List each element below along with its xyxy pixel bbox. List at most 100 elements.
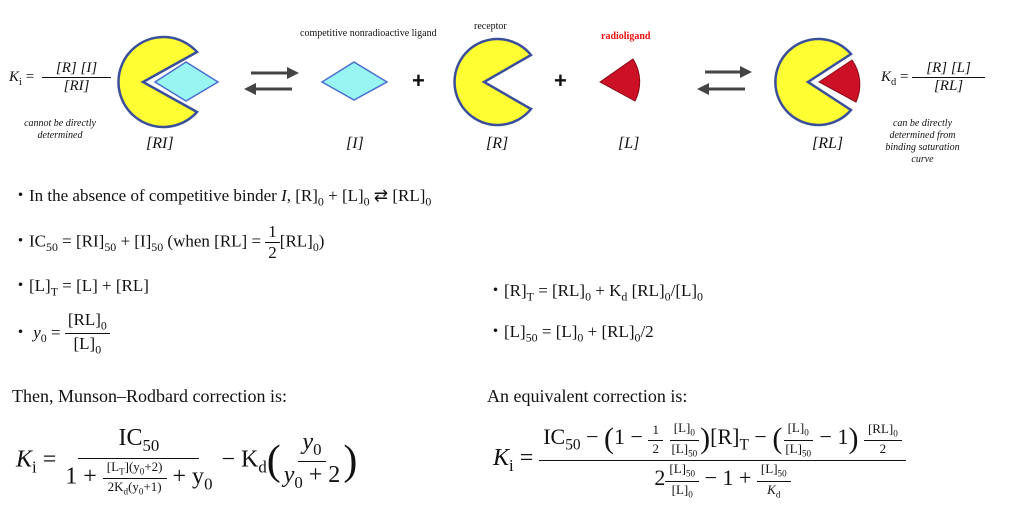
radioligand-wedge — [599, 58, 641, 102]
competitive-ligand-label: competitive nonradioactive ligand — [300, 28, 437, 39]
text: + y — [166, 463, 205, 490]
text: [RL] — [279, 231, 313, 251]
text: − K — [215, 446, 259, 473]
equivalent-correction-title: An equivalent correction is: — [487, 386, 688, 406]
text: = — [513, 445, 540, 472]
species-i-label: [I] — [346, 135, 364, 152]
t: K — [767, 481, 776, 497]
sub: 0 — [804, 427, 809, 438]
text: I — [281, 186, 287, 205]
text: + [RL] — [583, 322, 635, 341]
text: = [RI] — [57, 231, 105, 251]
t: − — [748, 424, 773, 450]
t: [RL] — [867, 420, 894, 436]
radioligand-in-rl — [818, 59, 861, 103]
t: − 1 — [814, 424, 849, 450]
t: − 1 + — [699, 465, 757, 491]
t: 2 — [879, 441, 887, 457]
equilibrium-arrows-2 — [697, 66, 752, 95]
text: ⇄ [RL] — [369, 186, 426, 205]
mr-main-fraction: IC50 1 + [LT](y0+2)2Kd(y0+1) + y0 — [62, 425, 215, 497]
equilibrium-arrows-1 — [244, 67, 299, 95]
bullet-y0: ・ y0 = [RL]0[L]0 — [12, 310, 110, 358]
kd-denominator: [RL] — [933, 78, 964, 94]
bullet-absence: ・In the absence of competitive binder I,… — [12, 181, 431, 209]
t: y — [283, 462, 295, 489]
text: [L] — [29, 276, 51, 295]
text: ) — [318, 231, 325, 251]
sub: i — [32, 457, 37, 477]
receptor-shape-ri — [117, 35, 199, 129]
text: + K — [591, 281, 622, 300]
sub: 0 — [585, 289, 592, 304]
sub: 50 — [801, 448, 812, 459]
species-ri-label: [RI] — [146, 135, 174, 152]
t: IC — [543, 424, 566, 450]
munson-rodbard-title: Then, Munson–Rodbard correction is: — [12, 386, 287, 406]
text: = [L] + [RL] — [57, 276, 149, 295]
t: 1 — [648, 422, 663, 441]
receptor-shape-rl — [774, 37, 853, 127]
t: ](y — [124, 458, 140, 474]
bullet-dot: ・ — [487, 322, 504, 341]
t: [L] — [671, 481, 689, 497]
ligand-diamond — [320, 61, 389, 101]
sub: 50 — [686, 468, 696, 479]
t: y — [302, 428, 314, 455]
t: [L] — [673, 420, 691, 435]
sub: 0 — [204, 474, 213, 494]
kd-definition: Kd = [R] [L] [RL] — [881, 60, 985, 95]
bullet-rt: ・[R]T = [RL]0 + Kd [RL]0/[L]0 — [487, 276, 703, 304]
text: = [L] — [537, 322, 578, 341]
species-r-label: [R] — [486, 135, 509, 152]
sub: d — [775, 489, 781, 500]
text: + [L] — [323, 186, 364, 205]
t: +2) — [144, 458, 163, 474]
ki-definition: Ki = [R] [I] [RI] — [9, 60, 112, 95]
sub: 50 — [565, 436, 581, 454]
sub: 50 — [525, 330, 538, 345]
sub: 0 — [317, 194, 324, 209]
ki-numerator: [R] [I] — [41, 60, 112, 78]
sub: 0 — [688, 489, 693, 500]
sub: 0 — [577, 330, 584, 345]
t: [L] — [671, 440, 689, 456]
text: = [RL] — [533, 281, 586, 300]
ki-denominator: [RI] — [63, 78, 90, 94]
bullet-dot: ・ — [12, 186, 29, 205]
num: [RL] — [67, 310, 101, 329]
kd-numerator: [R] [L] — [912, 60, 985, 78]
t: − — [625, 424, 649, 450]
sub: 50 — [151, 239, 164, 254]
sub: 50 — [46, 239, 58, 254]
text: [RL] — [627, 281, 665, 300]
kd-subscript: d — [891, 76, 897, 88]
sub: 50 — [104, 239, 117, 254]
t: [R] — [710, 424, 740, 450]
sub: T — [50, 284, 58, 299]
receptor-shape — [453, 37, 533, 127]
sub: 0 — [425, 194, 432, 209]
munson-rodbard-equation: Ki = IC50 1 + [LT](y0+2)2Kd(y0+1) + y0 −… — [16, 425, 358, 497]
y0-fraction: [RL]0[L]0 — [64, 310, 110, 358]
receptor-label: receptor — [474, 21, 507, 32]
text: , [R] — [286, 186, 318, 205]
sub: d — [123, 486, 129, 497]
ki-symbol: K — [9, 68, 20, 85]
kd-fraction: [R] [L] [RL] — [912, 60, 985, 95]
t: +1) — [143, 479, 162, 495]
sub: 0 — [139, 466, 145, 477]
text: (when [RL] = — [163, 231, 266, 251]
plus-sign-1: + — [412, 68, 425, 93]
den: [L] — [73, 334, 96, 354]
sub: T — [739, 436, 749, 454]
species-rl-label: [RL] — [812, 135, 844, 152]
text: + [I] — [116, 231, 152, 251]
text: In the absence of competitive binder — [29, 186, 282, 205]
sub: 0 — [138, 486, 144, 497]
sub: T — [119, 466, 125, 477]
text: = — [46, 322, 65, 342]
